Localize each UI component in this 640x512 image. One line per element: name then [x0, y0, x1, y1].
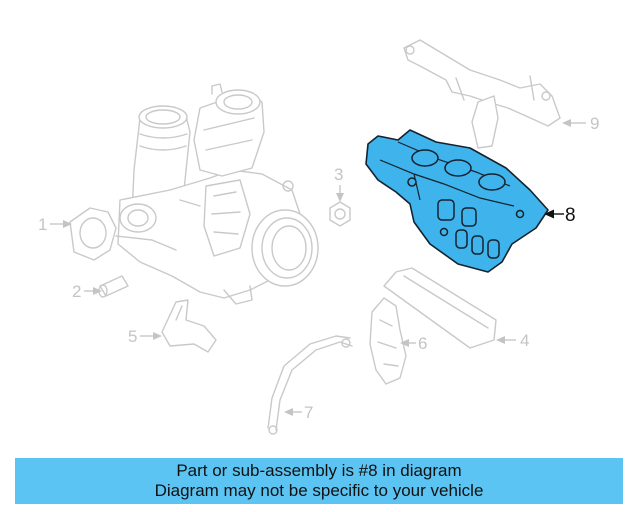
callout-3-label: 3	[334, 165, 343, 184]
parts-diagram: 1 2 3 4 5 6 7 9 8	[38, 39, 599, 435]
part-2-stud	[98, 275, 129, 298]
callout-8-label: 8	[565, 205, 576, 226]
callout-4-label: 4	[520, 331, 529, 350]
part-7-support-rod	[267, 335, 353, 435]
callout-7: 7	[284, 403, 313, 422]
turbocharger-illustration	[69, 83, 319, 305]
banner-line-1: Part or sub-assembly is #8 in diagram	[176, 461, 462, 480]
callout-9-label: 9	[590, 114, 599, 133]
callout-1: 1	[38, 215, 72, 234]
info-banner: Part or sub-assembly is #8 in diagram Di…	[15, 458, 623, 504]
callout-8[interactable]: 8	[544, 205, 576, 226]
callout-2-label: 2	[72, 282, 81, 301]
callout-4: 4	[496, 331, 529, 350]
callout-3: 3	[334, 165, 344, 202]
callout-1-label: 1	[38, 215, 47, 234]
callout-6-label: 6	[418, 334, 427, 353]
callout-9: 9	[562, 114, 599, 133]
part-6-bracket	[369, 297, 407, 385]
part-9-bracket	[403, 39, 561, 149]
part-8-manifold-gasket[interactable]	[365, 129, 549, 273]
part-3-nut	[329, 201, 351, 227]
callout-2: 2	[72, 282, 102, 301]
callout-5: 5	[128, 327, 162, 346]
part-4-heat-shield	[383, 267, 497, 349]
part-5-bracket	[161, 299, 217, 353]
callout-6: 6	[400, 334, 427, 353]
banner-line-2: Diagram may not be specific to your vehi…	[154, 481, 484, 500]
callout-7-label: 7	[304, 403, 313, 422]
callout-5-label: 5	[128, 327, 137, 346]
